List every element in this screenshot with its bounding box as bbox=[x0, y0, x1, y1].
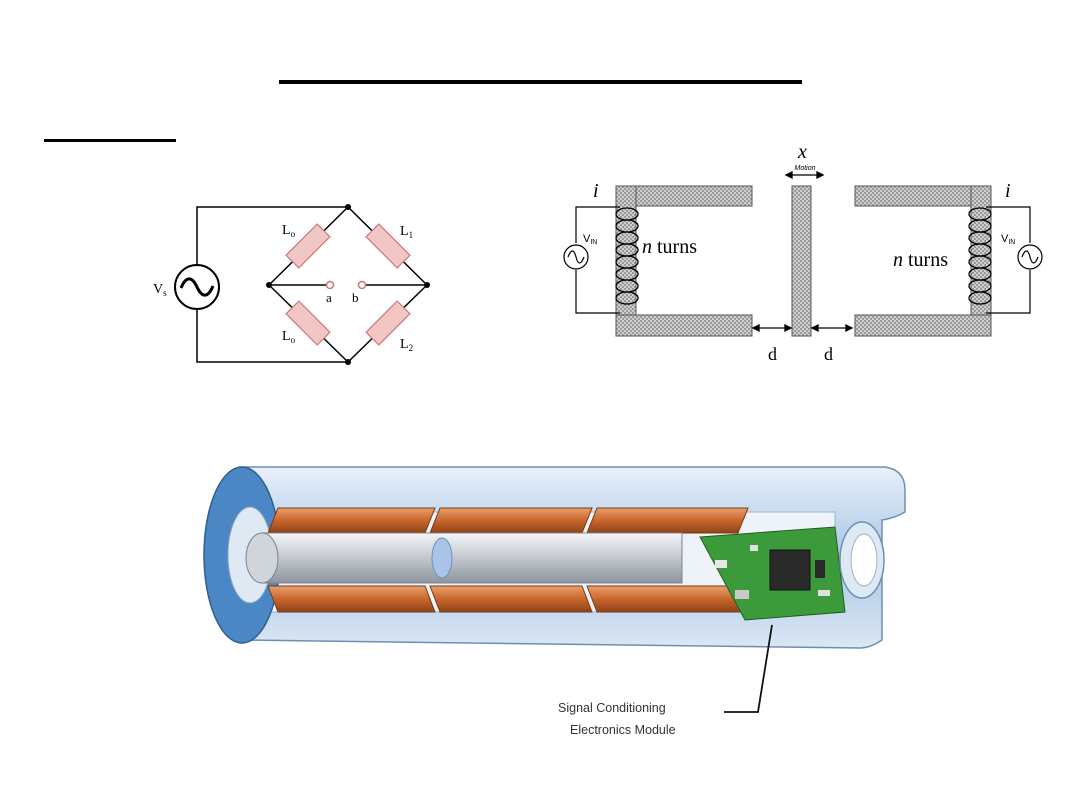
gap-left-arrow-icon bbox=[751, 323, 793, 333]
armature bbox=[791, 185, 812, 337]
l0-bottom-label: Lo bbox=[282, 329, 296, 345]
gap-left-label: d bbox=[768, 344, 777, 364]
vin-right-label: VIN bbox=[1001, 233, 1015, 246]
electronics-module bbox=[699, 526, 846, 621]
callout-line-2: Electronics Module bbox=[570, 723, 676, 737]
turns-right-label: n turns bbox=[893, 249, 948, 271]
right-ac-source-icon bbox=[1017, 244, 1043, 270]
callout-line-1: Signal Conditioning bbox=[558, 701, 666, 715]
variable-reluctance-diagram: x Motion i i VIN VIN n turns n turns d d bbox=[563, 141, 1043, 364]
current-right-label: i bbox=[1005, 180, 1011, 202]
turns-left-label: n turns bbox=[642, 236, 697, 258]
source-label: Vs bbox=[153, 282, 167, 298]
node-b-label: b bbox=[352, 290, 359, 305]
inductor-l2 bbox=[365, 300, 411, 346]
left-core bbox=[615, 185, 753, 337]
left-ac-source-icon bbox=[563, 244, 589, 270]
bridge-nodes bbox=[266, 204, 430, 365]
lower-coils bbox=[267, 585, 749, 613]
bridge-circuit: Vs Lo L1 Lo L2 a b bbox=[153, 204, 430, 365]
motion-label: Motion bbox=[794, 165, 815, 172]
node-a-label: a bbox=[326, 290, 332, 305]
inductor-l1 bbox=[365, 223, 411, 269]
l2-label: L2 bbox=[400, 337, 413, 353]
inductor-l0-top bbox=[285, 223, 331, 269]
heading-underline bbox=[44, 139, 176, 142]
gap-right-arrow-icon bbox=[810, 323, 854, 333]
l1-label: L1 bbox=[400, 224, 413, 240]
core-rod bbox=[245, 532, 683, 584]
current-left-label: i bbox=[593, 180, 599, 202]
l0-top-label: Lo bbox=[282, 223, 296, 239]
right-coil-icon bbox=[968, 207, 992, 305]
callout-leader bbox=[724, 624, 773, 713]
inductor-l0-bottom bbox=[285, 300, 331, 346]
right-end-opening bbox=[839, 521, 885, 599]
gap-right-label: d bbox=[824, 344, 833, 364]
ac-source-icon bbox=[174, 264, 220, 310]
motion-arrow-icon bbox=[784, 170, 825, 180]
lvdt-cutaway: Signal Conditioning Electronics Module bbox=[203, 466, 906, 737]
upper-coils bbox=[267, 507, 749, 534]
vin-left-label: VIN bbox=[583, 233, 597, 246]
x-label: x bbox=[797, 141, 807, 163]
terminal-b bbox=[357, 280, 367, 290]
left-coil-icon bbox=[615, 207, 639, 305]
title-underline bbox=[279, 80, 802, 84]
terminal-a bbox=[325, 280, 335, 290]
